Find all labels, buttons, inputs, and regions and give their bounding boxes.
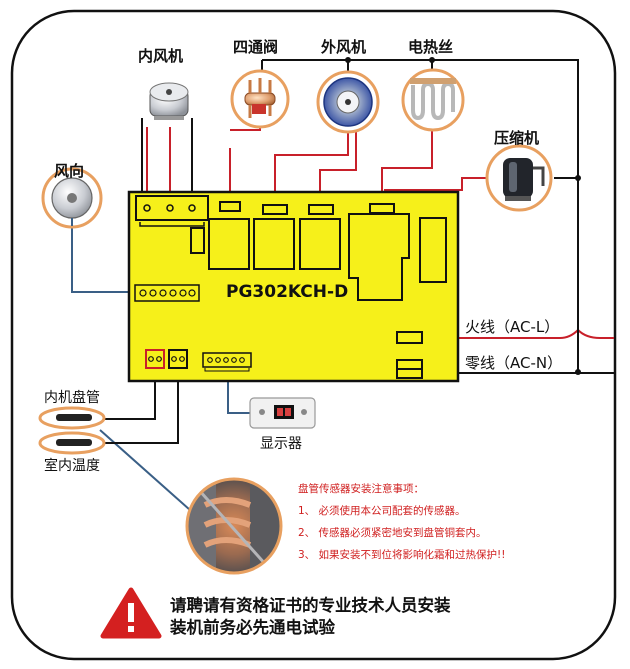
outer-frame (10, 9, 617, 661)
four-way-valve-icon (230, 69, 290, 129)
coil-sensor-icon (38, 406, 106, 430)
room-temp-sensor-label: 室内温度 (44, 458, 100, 474)
notes-title: 盘管传感器安装注意事项： (298, 483, 424, 495)
live-terminal-label: 火线（AC-L） (465, 318, 560, 336)
coil-photo-icon (185, 477, 283, 575)
display-icon (249, 397, 316, 429)
coil-sensor-label: 内机盘管 (44, 390, 100, 406)
neutral-terminal-label: 零线（AC-N） (465, 354, 563, 372)
electric-heater-icon (401, 68, 465, 132)
warning-icon (100, 587, 162, 639)
louver-motor-label: 风向 (54, 162, 85, 180)
compressor-common-line (262, 59, 579, 372)
outdoor-fan-icon (316, 70, 380, 134)
indoor-fan-label: 内风机 (138, 47, 184, 65)
notes-item: 3、 如果安装不到位将影响化霜和过热保护!! (298, 549, 506, 561)
notes-item: 1、 必须使用本公司配套的传感器。 (298, 505, 466, 517)
indoor-fan-black-wires (141, 118, 193, 198)
compressor-icon (485, 144, 553, 212)
load-wires (146, 120, 490, 203)
pcb-board (127, 190, 460, 383)
outdoor-fan-label: 外风机 (321, 38, 367, 56)
display-label: 显示器 (260, 436, 302, 452)
notes-item: 2、 传感器必须紧密地安到盘管铜套内。 (298, 527, 487, 539)
four-way-valve-label: 四通阀 (233, 38, 279, 56)
room-temp-sensor-icon (38, 431, 106, 455)
board-model-label: PG302KCH-D (226, 282, 349, 302)
sensor-install-notes: 盘管传感器安装注意事项： 1、 必须使用本公司配套的传感器。 2、 传感器必须紧… (298, 478, 598, 566)
compressor-label: 压缩机 (494, 129, 540, 147)
live-wire (425, 329, 579, 339)
warning-line-1: 请聘请有资格证书的专业技术人员安装 (170, 596, 451, 615)
indoor-fan-icon (149, 82, 189, 120)
louver-motor-icon (41, 167, 103, 229)
sensor-black-wires (104, 372, 179, 444)
warning-line-2: 装机前务必先通电试验 (170, 618, 335, 637)
electric-heater-label: 电热丝 (408, 38, 454, 56)
